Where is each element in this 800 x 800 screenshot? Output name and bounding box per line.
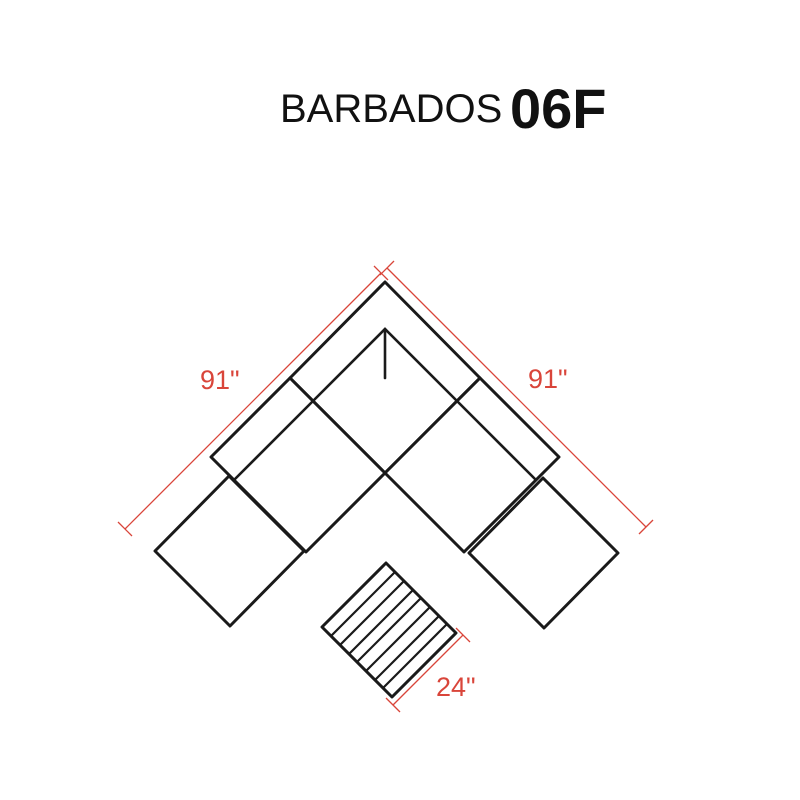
product-name: BARBADOS [280,87,502,131]
left-middle-seat [209,376,387,554]
coffee-table [320,561,458,699]
table-width-label: 24" [436,672,476,702]
left-length-label: 91" [200,365,240,395]
product-code: 06F [510,77,607,140]
left-dimension-line [117,265,389,537]
left-ottoman [153,474,306,628]
right-dimension-line [379,260,654,535]
right-length-label: 91" [528,364,568,394]
right-middle-seat [383,376,561,554]
right-ottoman [467,476,620,630]
dimension-lines [117,260,654,713]
sectional-sofa [153,280,620,699]
table-dimension-line [385,627,471,713]
